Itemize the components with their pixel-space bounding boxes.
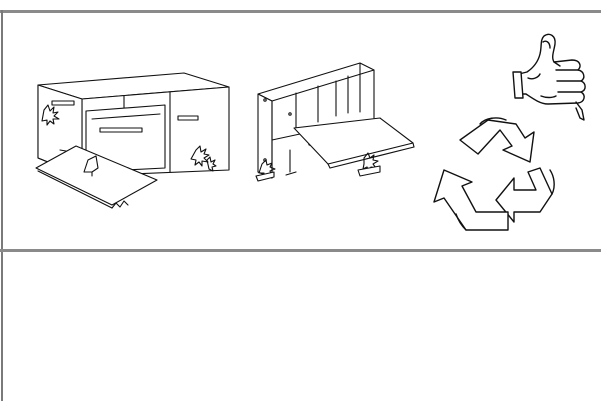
top-rule bbox=[0, 10, 601, 13]
left-border bbox=[1, 10, 3, 401]
recycle-icon bbox=[433, 117, 555, 231]
sideboard-unpacked-icon bbox=[35, 72, 230, 209]
thumbs-up-icon bbox=[512, 33, 586, 121]
section-divider bbox=[0, 249, 601, 252]
cabinet-assembly-icon bbox=[255, 62, 415, 182]
